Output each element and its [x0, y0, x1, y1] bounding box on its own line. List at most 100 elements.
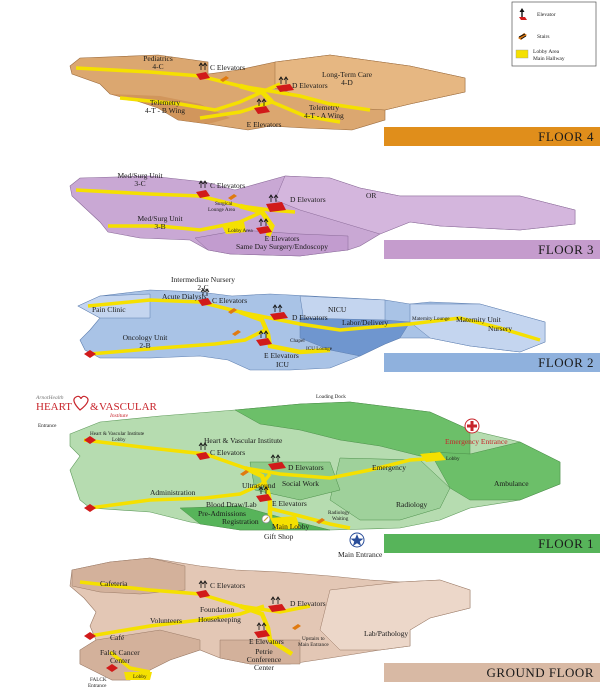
label-c-elevators-1: C Elevators: [210, 448, 245, 457]
label-hvi: Heart & Vascular Institute: [204, 436, 283, 445]
ground-floor: Cafeteria C Elevators D Elevators Founda…: [69, 557, 600, 689]
label-falck-2: Center: [110, 656, 130, 665]
label-telemetry-a: Telemetry: [309, 103, 340, 112]
label-icu: ICU: [276, 360, 290, 369]
label-nursery: Nursery: [488, 324, 512, 333]
label-c-elevators-4: C Elevators: [210, 63, 245, 72]
label-cafeteria: Cafeteria: [100, 579, 128, 588]
label-or: OR: [366, 191, 376, 200]
logo-institute: Institute: [109, 413, 129, 419]
lobby-swatch: [515, 49, 529, 59]
label-maternity-lounge: Maternity Lounge: [412, 316, 450, 322]
label-hv-lobby-2: Lobby: [112, 437, 126, 443]
label-main-lobby: Main Lobby: [272, 522, 310, 531]
legend-hallway: Main Hallway: [533, 56, 565, 62]
label-petrie-2: Conference: [247, 655, 282, 664]
label-surgical-lounge-2: Lounge Area: [208, 207, 236, 213]
label-emergency-entrance: Emergency Entrance: [445, 437, 508, 446]
heart-icon: [73, 395, 89, 411]
label-lobby-area-3: Lobby Area: [228, 228, 253, 234]
label-entrance: Entrance: [38, 423, 57, 429]
elevator-icon: [519, 8, 527, 20]
label-int-nursery: Intermediate Nursery: [171, 275, 235, 284]
label-lab-pathology: Lab/Pathology: [364, 629, 408, 638]
floor-3-band: [384, 240, 600, 259]
label-foundation: Foundation: [200, 605, 234, 614]
label-emergency: Emergency: [372, 463, 406, 472]
label-c-elevators-g: C Elevators: [210, 581, 245, 590]
label-radiology: Radiology: [396, 500, 427, 509]
label-ltc: Long-Term Care: [322, 70, 373, 79]
label-blood-draw: Blood Draw/Lab: [206, 500, 257, 509]
label-gift-shop: Gift Shop: [264, 532, 294, 541]
label-oncology: Oncology Unit: [123, 333, 169, 342]
label-upstairs-2: Main Entrance: [298, 642, 329, 648]
floor-4-band: [384, 127, 600, 146]
label-radiology-waiting-2: Waiting: [332, 516, 349, 522]
legend: Elevator Stairs Lobby Area Main Hallway: [511, 1, 597, 67]
label-d-elevators-g: D Elevators: [290, 599, 326, 608]
label-volunteers: Volunteers: [150, 616, 182, 625]
label-hv-lobby: Heart & Vascular Institute: [90, 431, 145, 437]
label-pediatrics-code: 4-C: [152, 62, 163, 71]
label-telemetry-b-code: 4-T - B Wing: [145, 106, 185, 115]
label-c-elevators-3: C Elevators: [210, 181, 245, 190]
label-falck-entrance: FALCK: [90, 677, 107, 683]
stairs-icon: [518, 33, 527, 40]
floor-4-title: FLOOR 4: [538, 129, 594, 144]
label-surgical-lounge: Surgical: [215, 201, 233, 207]
label-ultrasound: Ultrasound: [242, 481, 276, 490]
floor-1-band: [384, 534, 600, 553]
label-d-elevators-4: D Elevators: [292, 81, 328, 90]
logo-arnot: ArnotHealth: [35, 395, 64, 401]
label-e-elevators-1: E Elevators: [272, 499, 307, 508]
label-lobby-g: Lobby: [133, 674, 147, 680]
label-falck: Falck Cancer: [100, 648, 140, 657]
main-entrance-star-icon: [349, 532, 365, 548]
label-upstairs: Upstairs to: [302, 636, 325, 642]
label-e-elevators-3: E Elevators: [265, 234, 300, 243]
label-d-elevators-2: D Elevators: [292, 313, 328, 322]
floor-1-title: FLOOR 1: [538, 536, 594, 551]
floor-2: Intermediate Nursery 2-C Acute Dialysis …: [77, 275, 600, 372]
label-maternity-unit: Maternity Unit: [456, 315, 502, 324]
label-radiology-waiting: Radiology: [328, 510, 350, 516]
label-telemetry-b: Telemetry: [150, 98, 181, 107]
floor-2-band: [384, 353, 600, 372]
label-housekeeping: Housekeeping: [198, 615, 241, 624]
label-falck-entrance-2: Entrance: [88, 683, 107, 689]
label-pain-clinic: Pain Clinic: [92, 305, 126, 314]
label-main-entrance: Main Entrance: [338, 550, 383, 559]
floor-4: Pediatrics 4-C C Elevators D Elevators L…: [69, 54, 600, 146]
label-e-elevators-g: E Elevators: [249, 637, 284, 646]
label-chapel: Chapel: [290, 338, 305, 344]
label-e-elevators-2: E Elevators: [264, 351, 299, 360]
label-acute-dialysis: Acute Dialysis: [162, 292, 206, 301]
label-administration: Administration: [150, 488, 196, 497]
heart-vascular-logo: ArnotHealth HEART & VASCULAR Institute: [35, 395, 158, 419]
label-labor-delivery: Labor/Delivery: [342, 318, 388, 327]
label-preadmissions: Pre-Admissions: [198, 509, 246, 518]
label-c-elevators-2: C Elevators: [212, 296, 247, 305]
label-social-work: Social Work: [282, 479, 319, 488]
label-oncology-code: 2-B: [139, 341, 150, 350]
label-pediatrics: Pediatrics: [143, 54, 173, 63]
label-ambulance: Ambulance: [494, 479, 529, 488]
label-loading-dock: Loading Dock: [316, 394, 346, 400]
logo-vascular: VASCULAR: [99, 401, 158, 413]
label-medsurg-c-code: 3-C: [134, 179, 145, 188]
label-int-nursery-code: 2-C: [197, 283, 208, 292]
ground-floor-title: GROUND FLOOR: [487, 665, 594, 680]
label-petrie: Petrie: [255, 647, 273, 656]
legend-lobby: Lobby Area: [533, 49, 560, 55]
label-ltc-code: 4-D: [341, 78, 353, 87]
label-nicu: NICU: [328, 305, 347, 314]
label-lobby-1: Lobby: [446, 456, 460, 462]
floor-3-title: FLOOR 3: [538, 242, 594, 257]
label-medsurg-b-code: 3-B: [154, 222, 165, 231]
label-same-day-surgery: Same Day Surgery/Endoscopy: [236, 242, 328, 251]
floor-2-title: FLOOR 2: [538, 355, 594, 370]
floor-1: ArnotHealth HEART & VASCULAR Institute: [35, 394, 600, 559]
label-d-elevators-3: D Elevators: [290, 195, 326, 204]
